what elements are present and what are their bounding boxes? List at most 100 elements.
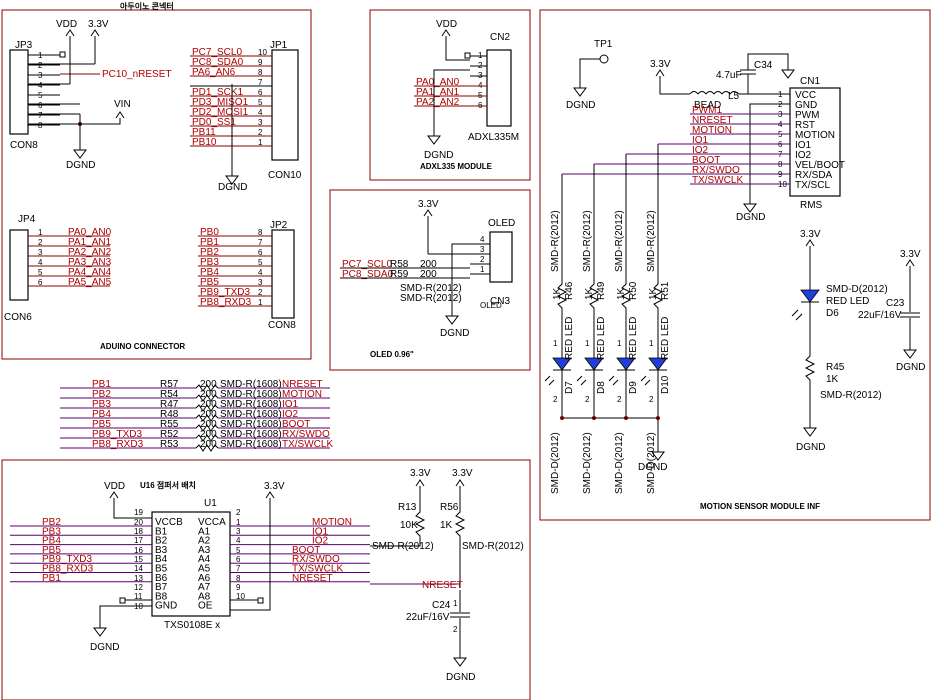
u1-left-pin-name: GND (155, 601, 177, 612)
tp1-ref: TP1 (594, 39, 613, 50)
jp3-33v-label: 3.3V (88, 19, 109, 30)
led-value: RED LED (660, 317, 671, 360)
led-res-ref: R51 (660, 281, 671, 300)
jp1-pin-number: 7 (258, 78, 263, 87)
bank-net-label: PB4 (92, 409, 111, 420)
jp1-pin-number: 8 (258, 68, 263, 77)
bank-res-package: SMD-R(1608) (220, 399, 282, 410)
jp4-net-label: PA5_AN5 (68, 277, 112, 288)
arduino-top-caption: 아두이노 콘넥터 (120, 1, 174, 11)
bank-net-label: PB2 (92, 389, 111, 400)
led-res-ref: R49 (596, 281, 607, 300)
u1-left-pin-number: 19 (134, 508, 143, 517)
r56-pkg: SMD-R(2012) (462, 541, 524, 552)
bank-res-ref: R52 (160, 429, 179, 440)
cn1-pin-name: VCC (795, 90, 816, 101)
cn2-net-label: PA0_AN0 (416, 77, 460, 88)
jp2-pin-number: 2 (258, 288, 263, 297)
jp1-net-label: PD2_MOSI1 (192, 107, 249, 118)
jp4-pin-number: 4 (38, 258, 43, 267)
l5-ref: L5 (728, 91, 740, 102)
r45-pkg: SMD-R(2012) (820, 390, 882, 401)
oled-dgnd-label: DGND (440, 328, 469, 339)
cn1-net-label: IO2 (692, 145, 709, 156)
bank-res-value: 200 (200, 429, 217, 440)
led-ground-symbol (651, 451, 665, 461)
u1-left-pin-name: B2 (155, 536, 168, 547)
no-connect-marker (257, 597, 264, 604)
u1-left-pin-number: 11 (134, 592, 143, 601)
bank-net-label: PB8_RXD3 (92, 439, 144, 450)
oled-net-sda: PC8_SDA0 (342, 269, 394, 280)
oled-ref: OLED (488, 218, 515, 229)
jp1-ref: JP1 (270, 40, 288, 51)
led-value: RED LED (596, 317, 607, 360)
jp4-pin-number: 2 (38, 238, 43, 247)
u1-left-pin-name: B5 (155, 564, 168, 575)
jp1-pin-number: 5 (258, 98, 263, 107)
jp1-pin-number: 2 (258, 128, 263, 137)
motion-sensor-module: TP1 DGND 3.3V BEAD L5 C34 4.7uF DGND CN1… (544, 39, 925, 494)
jp1-net-label: PD1_SCK1 (192, 87, 244, 98)
u1-right-pin-number: 9 (236, 583, 241, 592)
jp2-name: CON8 (268, 320, 296, 331)
wire (28, 63, 95, 115)
jp1-name: CON10 (268, 170, 302, 181)
jp4-net-label: PA4_AN4 (68, 267, 112, 278)
jp4-net-label: PA0_AN0 (68, 227, 112, 238)
cn1-pin-name: VEL/BOOT (795, 160, 845, 171)
bank-res-value: 200 (200, 399, 217, 410)
bank-res-package: SMD-R(1608) (220, 429, 282, 440)
u1-left-net-label: PB4 (42, 536, 61, 547)
jp4-pin-number: 5 (38, 268, 43, 277)
cn1-pin-name: IO2 (795, 150, 812, 161)
wire (553, 369, 571, 418)
led-triangle (584, 357, 604, 371)
bank-out-label: MOTION (282, 389, 322, 400)
wire (544, 375, 555, 386)
bank-res-ref: R53 (160, 439, 179, 450)
c23-dgnd-label: DGND (896, 362, 925, 373)
oled-r58-val: 200 (420, 259, 437, 270)
jp3-ref: JP3 (15, 40, 33, 51)
u1-vdd-label: VDD (104, 481, 125, 492)
cn1-net-label: IO1 (692, 135, 709, 146)
oled-pin-number: 4 (480, 235, 485, 244)
wire (556, 174, 568, 358)
led-res-value: 1K (552, 287, 563, 300)
bead-33v-label: 3.3V (650, 59, 671, 70)
led-package: SMD-D(2012) (614, 432, 625, 494)
r13-ref: R13 (398, 502, 417, 513)
bank-res-value: 200 (200, 389, 217, 400)
u1-33v-label: 3.3V (264, 481, 285, 492)
bank-res-ref: R47 (160, 399, 179, 410)
wire (620, 154, 632, 358)
c24-val: 22uF/16V (406, 612, 450, 623)
cn1-pin-name: PWM (795, 110, 819, 121)
d6-dgnd-label: DGND (796, 442, 825, 453)
cn1-net-label: MOTION (692, 125, 732, 136)
r13-33v-label: 3.3V (410, 468, 431, 479)
u1-right-pin-name: A5 (198, 564, 211, 575)
c23-ref: C23 (886, 298, 905, 309)
jp2-ref: JP2 (270, 220, 288, 231)
r56-ref: R56 (440, 502, 459, 513)
u1-left-pin-name: B1 (155, 526, 168, 537)
wire (640, 375, 651, 386)
oled-pin-number: 3 (480, 245, 485, 254)
u1-ref: U1 (204, 498, 217, 509)
jp1-pin-number: 6 (258, 88, 263, 97)
bank-out-label: IO1 (282, 399, 299, 410)
u1-left-net-label: PB8_RXD3 (42, 564, 94, 575)
u1-left-pin-number: 17 (134, 536, 143, 545)
jp2-net-label: PB2 (200, 247, 219, 258)
led-triangle (648, 357, 668, 371)
bank-res-package: SMD-R(1608) (220, 409, 282, 420)
led-package: SMD-D(2012) (646, 432, 657, 494)
cn2-vdd-label: VDD (436, 19, 457, 30)
cn1-pin-name: GND (795, 100, 817, 111)
cn1-net-label: PWM1 (692, 105, 722, 116)
u1-left-pin-number: 14 (134, 564, 143, 573)
bank-res-value: 200 (200, 379, 217, 390)
